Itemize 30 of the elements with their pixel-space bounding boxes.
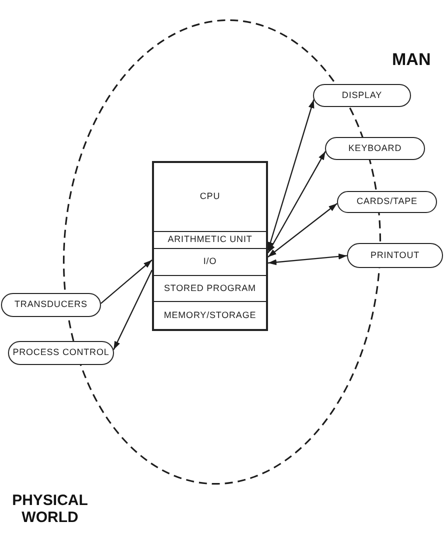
node-label: STORED PROGRAM (164, 284, 256, 294)
node-label: PRINTOUT (370, 250, 420, 260)
node-label: DISPLAY (342, 90, 382, 100)
stack-section-box (152, 232, 268, 249)
arrow (100, 260, 152, 304)
node-label: I/O (203, 257, 217, 267)
stack-section-box (152, 249, 268, 276)
rounded-pill-box (313, 84, 411, 107)
region-label: MAN (392, 50, 432, 70)
rounded-pill-box (8, 341, 114, 365)
arrow (113, 270, 153, 350)
node-label: CARDS/TAPE (356, 197, 418, 207)
rounded-pill-box (347, 243, 443, 268)
double-headed-arrow (268, 254, 348, 266)
double-headed-arrow (268, 203, 338, 258)
stack-section-box (152, 302, 268, 331)
node-label: ARITHMETIC UNIT (168, 235, 252, 245)
node-label: MEMORY/STORAGE (164, 310, 256, 320)
double-headed-arrow (267, 99, 314, 251)
node-label: PROCESS CONTROL (12, 348, 110, 358)
rounded-pill-box (325, 137, 425, 160)
rounded-pill-box (1, 293, 101, 317)
node-label: TRANSDUCERS (14, 300, 88, 310)
stack-section-box (152, 276, 268, 302)
node-label: KEYBOARD (348, 144, 402, 154)
region-label: PHYSICAL WORLD (11, 492, 89, 526)
double-headed-arrow (267, 151, 326, 254)
stack-section-box (152, 161, 268, 232)
rounded-pill-box (337, 191, 437, 213)
node-label: CPU (200, 192, 220, 202)
